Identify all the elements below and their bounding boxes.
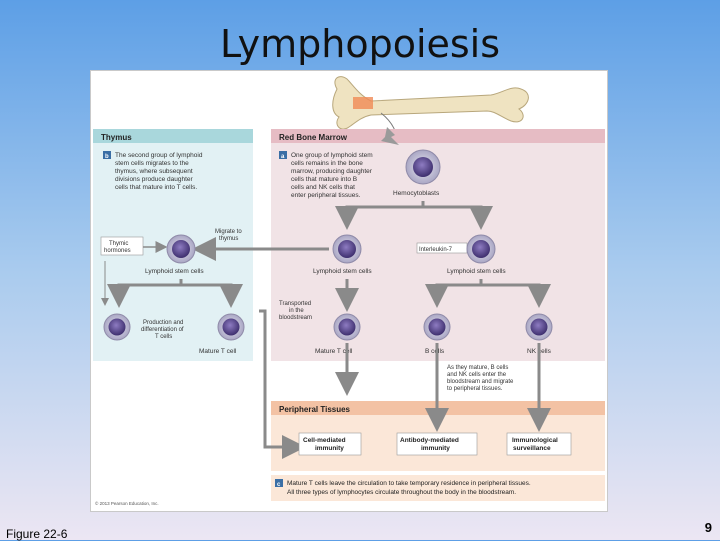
figure-panel: Thymus Red Bone Marrow b The second grou…	[90, 70, 608, 512]
step-b-marker	[103, 151, 111, 159]
lymphoid-stem-cells-label-thymus: Lymphoid stem cells	[145, 268, 204, 275]
thymic-hormones-label: Thymic hormones	[104, 241, 131, 254]
marrow-header-bar	[271, 129, 605, 143]
immunological-surveillance-box	[506, 432, 572, 456]
thymus-header: Thymus	[101, 133, 132, 142]
step-c-description: Mature T cells leave the circulation to …	[287, 480, 532, 496]
lymphoid-stem-cells-label-right: Lymphoid stem cells	[447, 268, 506, 275]
mature-t-cell-thymus-right	[217, 313, 245, 341]
step-c-marker	[275, 479, 283, 487]
arrow-to-lymphoid-center	[335, 201, 425, 230]
immunological-surveillance-label: Immunological surveillance	[512, 437, 560, 452]
b-cells-label: B cells	[425, 348, 445, 355]
mature-migration-note: As they mature, B cells and NK cells ent…	[447, 365, 515, 392]
arrow-to-lymphoid-right	[423, 205, 493, 230]
thymus-branch-left	[107, 279, 183, 308]
lymphoid-stem-cell-center	[332, 234, 362, 264]
mature-t-cell-label-thymus: Mature T cell	[199, 348, 237, 355]
antibody-mediated-immunity-label: Antibody-mediated immunity	[400, 437, 461, 452]
step-c-panel	[271, 475, 605, 501]
cell-mediated-immunity-box	[298, 432, 362, 456]
lymphopoiesis-diagram: Thymus Red Bone Marrow b The second grou…	[93, 76, 605, 506]
thymus-to-cell-mediated-arrow	[259, 309, 306, 459]
marrow-branch-b	[425, 279, 483, 308]
step-b-description: The second group of lymphoid stem cells …	[115, 152, 204, 191]
mature-t-cell-center	[333, 313, 361, 341]
step-a-letter: a	[281, 154, 285, 160]
thymus-branch-right	[181, 283, 243, 308]
interleukin-label: Interleukin-7	[419, 247, 453, 253]
slide-title: Lymphopoiesis	[219, 22, 501, 66]
bone-to-marrow-arrow	[381, 127, 399, 145]
tissues-header: Peripheral Tissues	[279, 405, 351, 414]
thymus-header-bar	[93, 129, 253, 143]
production-label: Production and differentiation of T cell…	[141, 320, 185, 340]
thymic-hormones-box	[100, 236, 144, 256]
lymphoid-stem-cell-thymus	[166, 234, 196, 264]
step-a-marker	[279, 151, 287, 159]
cell-mediated-immunity-label: Cell-mediated immunity	[303, 437, 347, 452]
figure-caption: Figure 22-6	[6, 527, 68, 541]
migrate-to-thymus-label: Migrate to thymus	[215, 229, 243, 242]
marrow-branch-nk	[481, 283, 551, 308]
transported-label: Transported in the bloodstream	[279, 301, 313, 321]
b-cell	[423, 313, 451, 341]
mature-t-cell-label-center: Mature T cell	[315, 348, 353, 355]
antibody-mediated-immunity-box	[396, 432, 478, 456]
step-b-letter: b	[105, 154, 109, 160]
hemocytoblast-cell	[405, 149, 441, 185]
copyright-notice: © 2013 Pearson Education, Inc.	[95, 500, 159, 506]
step-c-letter: c	[277, 482, 281, 488]
lymphoid-stem-cells-label-center: Lymphoid stem cells	[313, 268, 372, 275]
marrow-header: Red Bone Marrow	[279, 133, 348, 142]
step-a-description: One group of lymphoid stem cells remains…	[291, 152, 374, 199]
nk-cell	[525, 313, 553, 341]
hemocytoblasts-label: Hemocytoblasts	[393, 190, 440, 197]
page-number: 9	[704, 520, 712, 535]
mature-t-cell-thymus-left	[103, 313, 131, 341]
lymphoid-stem-cell-right	[466, 234, 496, 264]
